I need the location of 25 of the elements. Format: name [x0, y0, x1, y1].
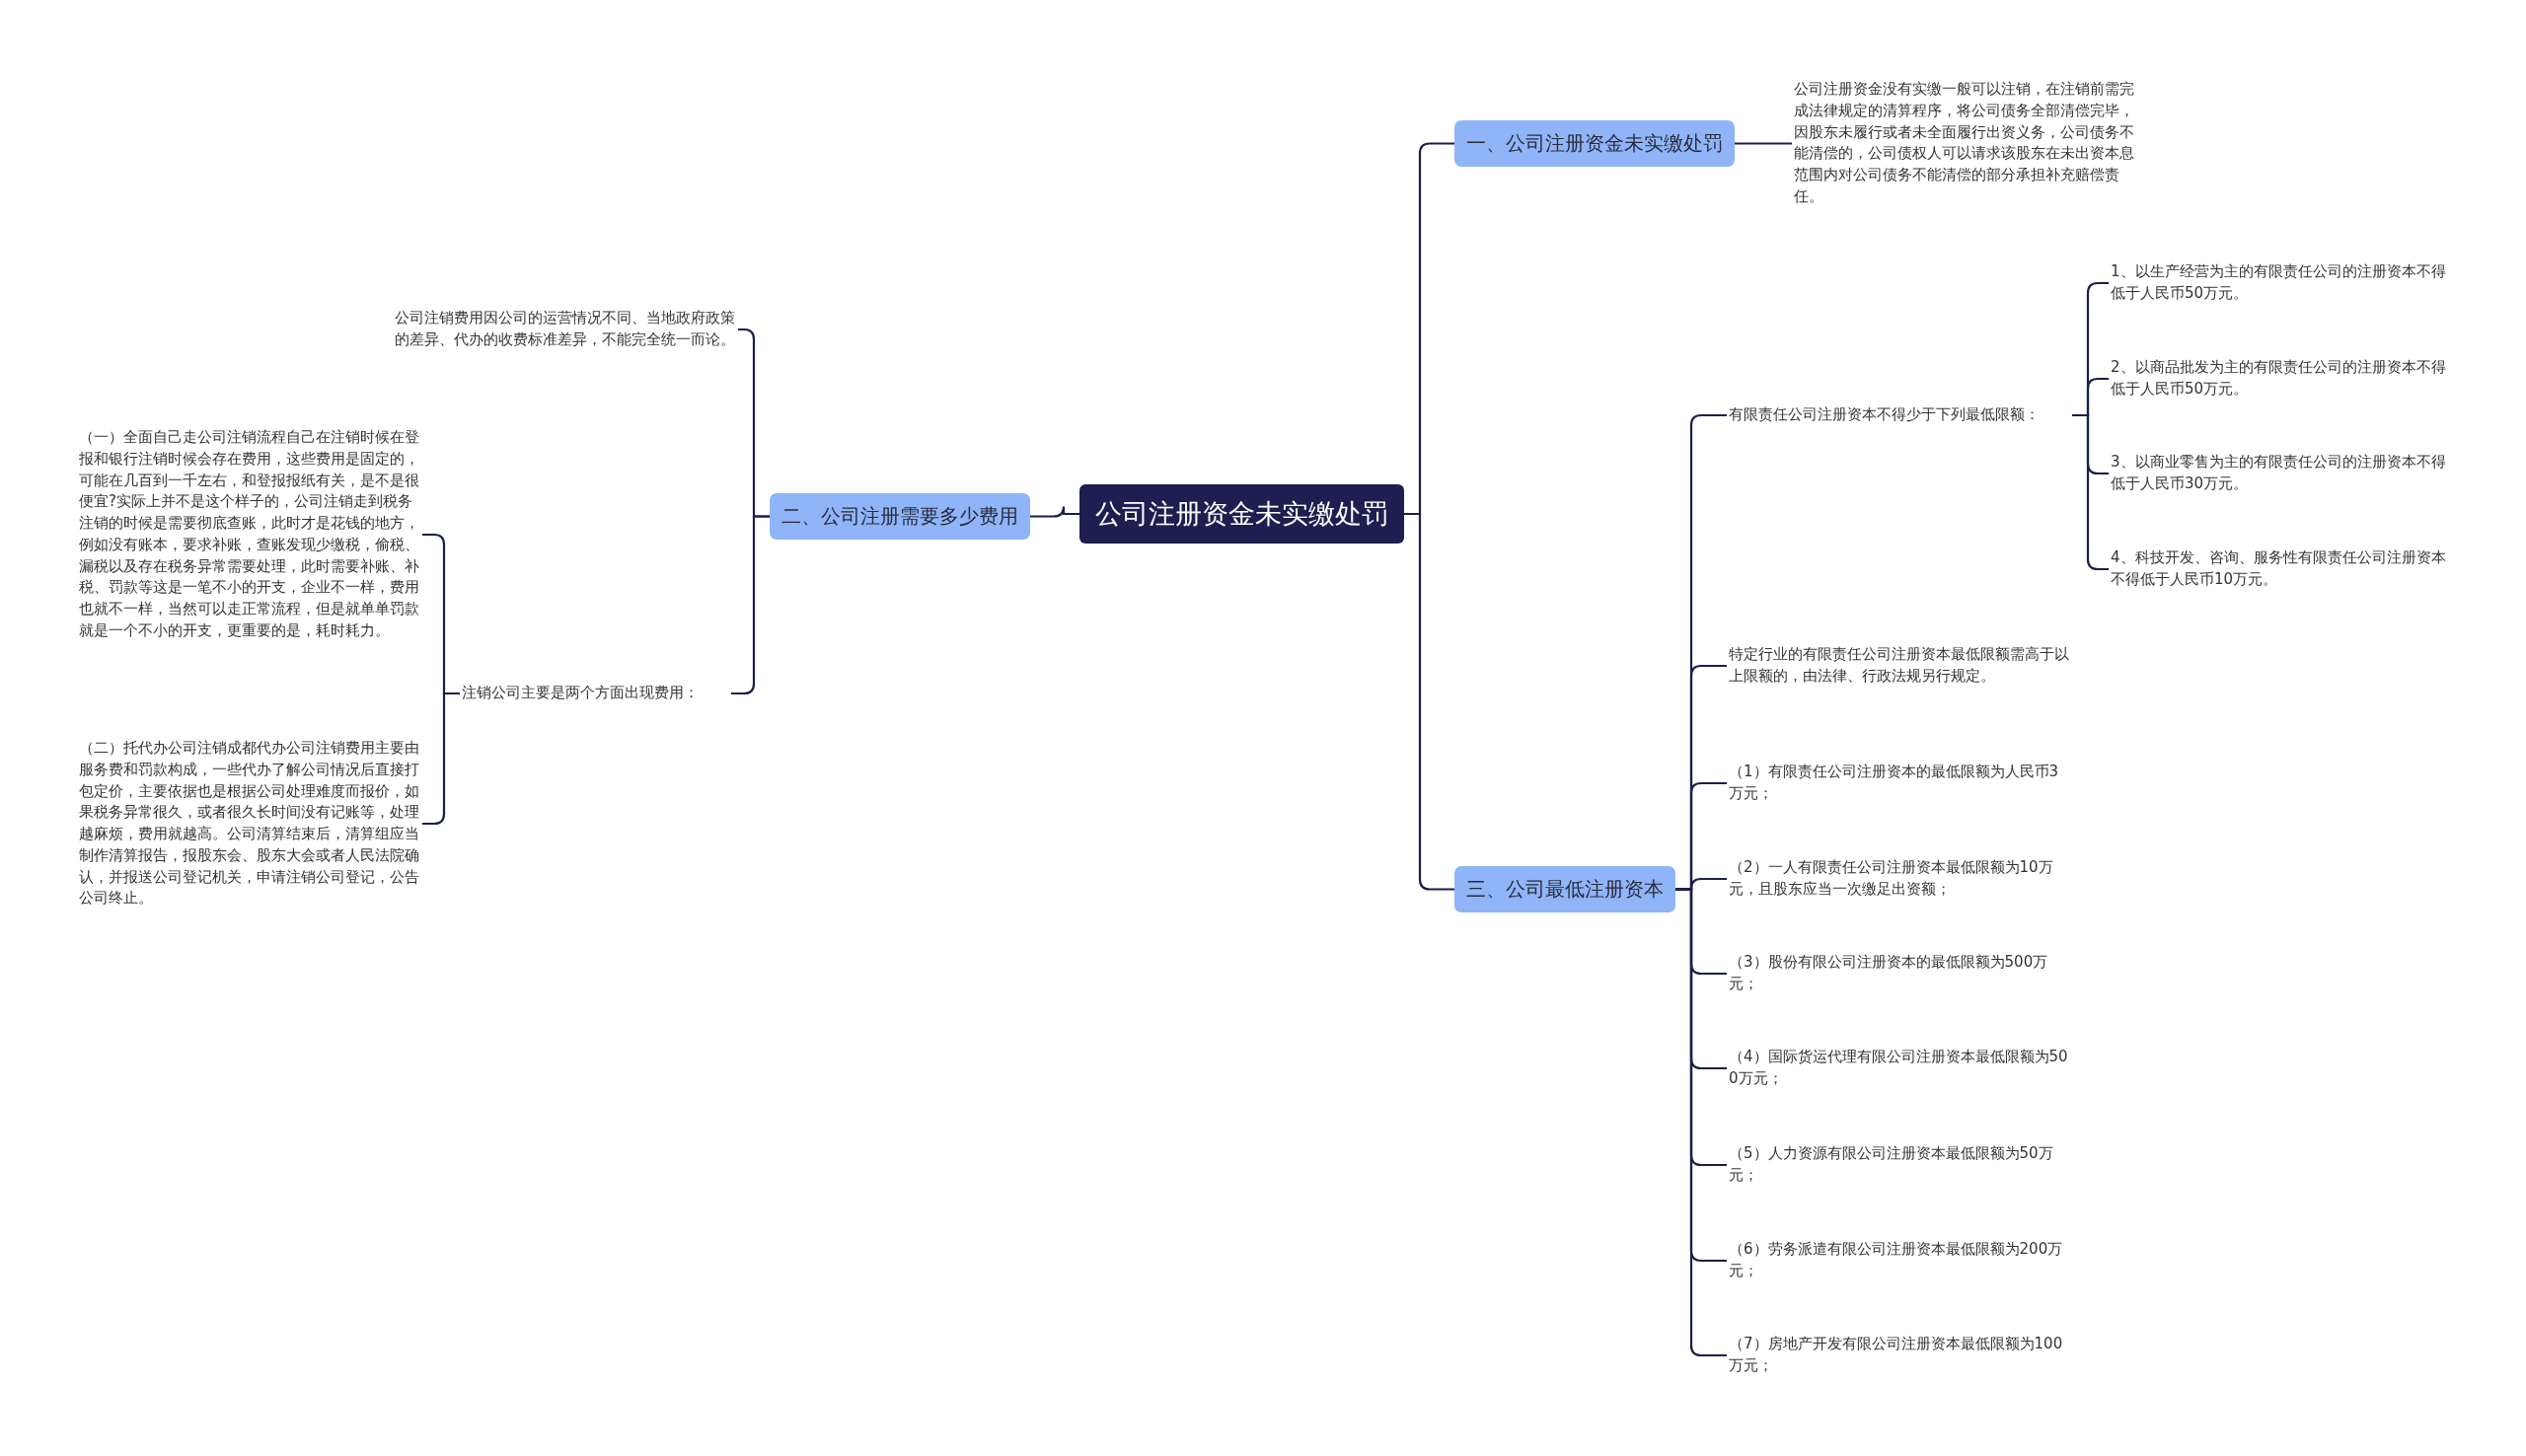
note-text: 4、科技开发、咨询、服务性有限责任公司注册资本不得低于人民币10万元。 [2109, 546, 2454, 593]
note-text: （3）股份有限公司注册资本的最低限额为500万元； [1727, 950, 2072, 997]
note-text: 2、以商品批发为主的有限责任公司的注册资本不得低于人民币50万元。 [2109, 355, 2454, 402]
topic-box: 一、公司注册资金未实缴处罚 [1454, 120, 1735, 167]
topic-box: 三、公司最低注册资本 [1454, 866, 1675, 912]
note-text: 1、以生产经营为主的有限责任公司的注册资本不得低于人民币50万元。 [2109, 259, 2454, 307]
note-text: （7）房地产开发有限公司注册资本最低限额为100万元； [1727, 1332, 2072, 1379]
connector-line [1735, 142, 1792, 145]
connector-line [1030, 505, 1079, 518]
topic-box: 二、公司注册需要多少费用 [770, 493, 1030, 540]
note-text: （二）托代办公司注销成都代办公司注销费用主要由服务费和罚款构成，一些代办了解公司情况后直接打包定价，主要依据也是根据公司处理难度而报价，如果税务异常很久，或者很久长时间没有记账等，处理越麻烦，费用就越高。公司清算结束后，清算组应当制作清算报告，报股东会、股东大会或者人民法院确认，并报送公司登记机关，申请注销公司登记，公告公司终止。 [77, 736, 422, 911]
connector-line [1404, 512, 1454, 891]
note-text: （6）劳务派遣有限公司注册资本最低限额为200万元； [1727, 1237, 2072, 1284]
note-text: 公司注册资金没有实缴一般可以注销，在注销前需完成法律规定的清算程序，将公司债务全部清偿完毕，因股东未履行或者未全面履行出资义务，公司债务不能清偿的，公司债权人可以请求该股东在未出资本息范围内对公司债务不能清偿的部分承担补充赔偿责任。 [1792, 77, 2137, 210]
note-text: （一）全面自己走公司注销流程自己在注销时候在登报和银行注销时候会存在费用，这些费用是固定的，可能在几百到一千左右，和登报报纸有关，是不是很便宜?实际上并不是这个样子的，公司注销走到税务注销的时候是需要彻底查账，此时才是花钱的地方，例如没有账本，要求补账，查账发现少缴税，偷税、漏税以及存在税务异常需要处理，此时需要补账、补税、罚款等这是一笔不小的开支，企业不一样，费用也就不一样，当然可以走正常流程，但是就单单罚款就是一个不小的开支，更重要的是，耗时耗力。 [77, 425, 422, 644]
note-text: （1）有限责任公司注册资本的最低限额为人民币3万元； [1727, 760, 2072, 807]
note-text: （4）国际货运代理有限公司注册资本最低限额为500万元； [1727, 1045, 2072, 1092]
note-text: 特定行业的有限责任公司注册资本最低限额需高于以上限额的，由法律、行政法规另行规定。 [1727, 642, 2072, 690]
root-topic: 公司注册资金未实缴处罚 [1079, 484, 1404, 544]
note-text: 3、以商业零售为主的有限责任公司的注册资本不得低于人民币30万元。 [2109, 450, 2454, 497]
note-text: （2）一人有限责任公司注册资本最低限额为10万元，且股东应当一次缴足出资额； [1727, 855, 2072, 903]
note-text: 公司注销费用因公司的运营情况不同、当地政府政策的差异、代办的收费标准差异，不能完全统一而论。 [393, 306, 738, 353]
note-text: 注销公司主要是两个方面出现费用： [460, 681, 731, 706]
note-text: （5）人力资源有限公司注册资本最低限额为50万元； [1727, 1141, 2072, 1189]
note-text: 有限责任公司注册资本不得少于下列最低限额： [1727, 402, 2072, 428]
